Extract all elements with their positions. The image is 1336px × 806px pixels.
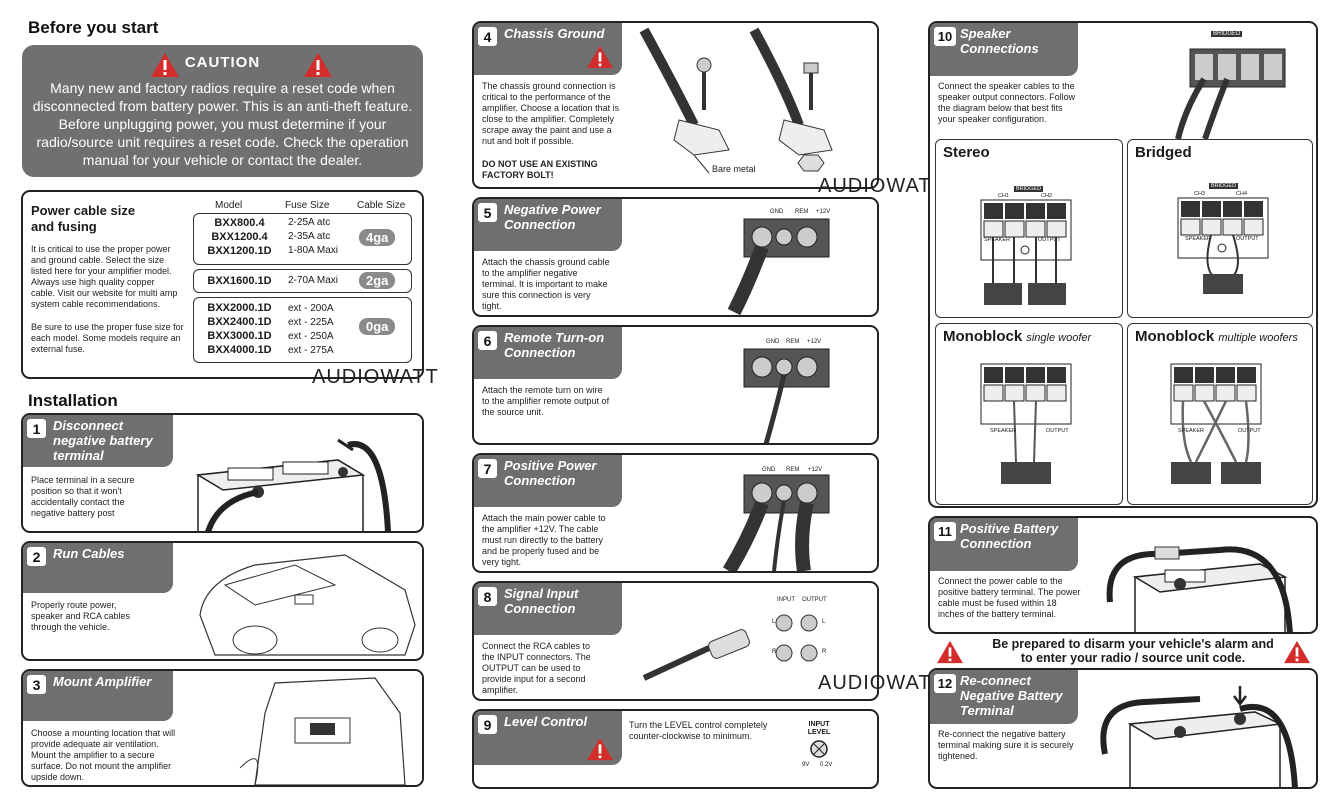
cable-size-badge: 4ga — [359, 229, 396, 246]
fuse-group-2: BXX1600.1D 2-70A Maxi 2ga — [193, 269, 412, 293]
col-model: Model — [215, 200, 243, 211]
warning-icon — [1284, 640, 1310, 664]
power-cable-title: Power cable size and fusing — [31, 203, 136, 234]
terminal-block-illustration — [743, 348, 830, 443]
rca-illustration — [642, 614, 818, 681]
col-cable: Cable Size — [357, 200, 406, 211]
caution-box: CAUTION Many new and factory radios requ… — [22, 45, 423, 177]
power-cable-panel: Power cable size and fusing It is critic… — [21, 190, 424, 379]
warning-icon — [304, 53, 332, 77]
mono-single-config: Monoblock single woofer SPEAKER OUTPUT — [935, 323, 1123, 505]
warning-icon — [587, 737, 613, 761]
warning-icon — [937, 640, 963, 664]
cable-size-badge: 2ga — [359, 272, 396, 289]
ground-illustration — [639, 27, 833, 174]
mono-multi-config: Monoblock multiple woofers SPEAKER OUTPU… — [1127, 323, 1313, 505]
battery-illustration — [1106, 546, 1293, 632]
alarm-warning: Be prepared to disarm your vehicle's ala… — [992, 637, 1274, 665]
watermark: AUDIOWATT — [818, 175, 945, 197]
trunk-illustration — [239, 677, 406, 785]
bare-metal-label: Bare metal — [712, 164, 756, 174]
level-knob-icon — [810, 740, 828, 758]
before-you-start-heading: Before you start — [28, 18, 159, 37]
terminal-block-illustration — [723, 474, 830, 571]
speaker-terminal-illustration — [1175, 48, 1286, 139]
terminal-block-illustration — [727, 218, 830, 315]
col-fuse: Fuse Size — [285, 200, 330, 211]
power-cable-text: It is critical to use the proper power a… — [31, 244, 178, 309]
warning-icon — [587, 45, 613, 69]
watermark: AUDIOWATT — [312, 366, 439, 388]
stereo-config: Stereo BRIDGED CH1 CH2 SPEAKER OUTPUT — [935, 139, 1123, 318]
warning-icon — [151, 53, 179, 77]
battery-illustration — [1100, 686, 1298, 787]
watermark: AUDIOWATT — [818, 672, 945, 694]
installation-heading: Installation — [28, 391, 118, 410]
fuse-text: Be sure to use the proper fuse size for … — [31, 322, 184, 354]
caution-title: CAUTION — [184, 54, 261, 71]
cable-size-badge: 0ga — [359, 318, 396, 335]
battery-illustration — [195, 438, 391, 531]
bridged-config: Bridged BRIDGED CH3 CH4 SPEAKER OUTPUT — [1127, 139, 1313, 318]
caution-body: Many new and factory radios require a re… — [32, 80, 413, 168]
car-illustration — [199, 554, 416, 656]
